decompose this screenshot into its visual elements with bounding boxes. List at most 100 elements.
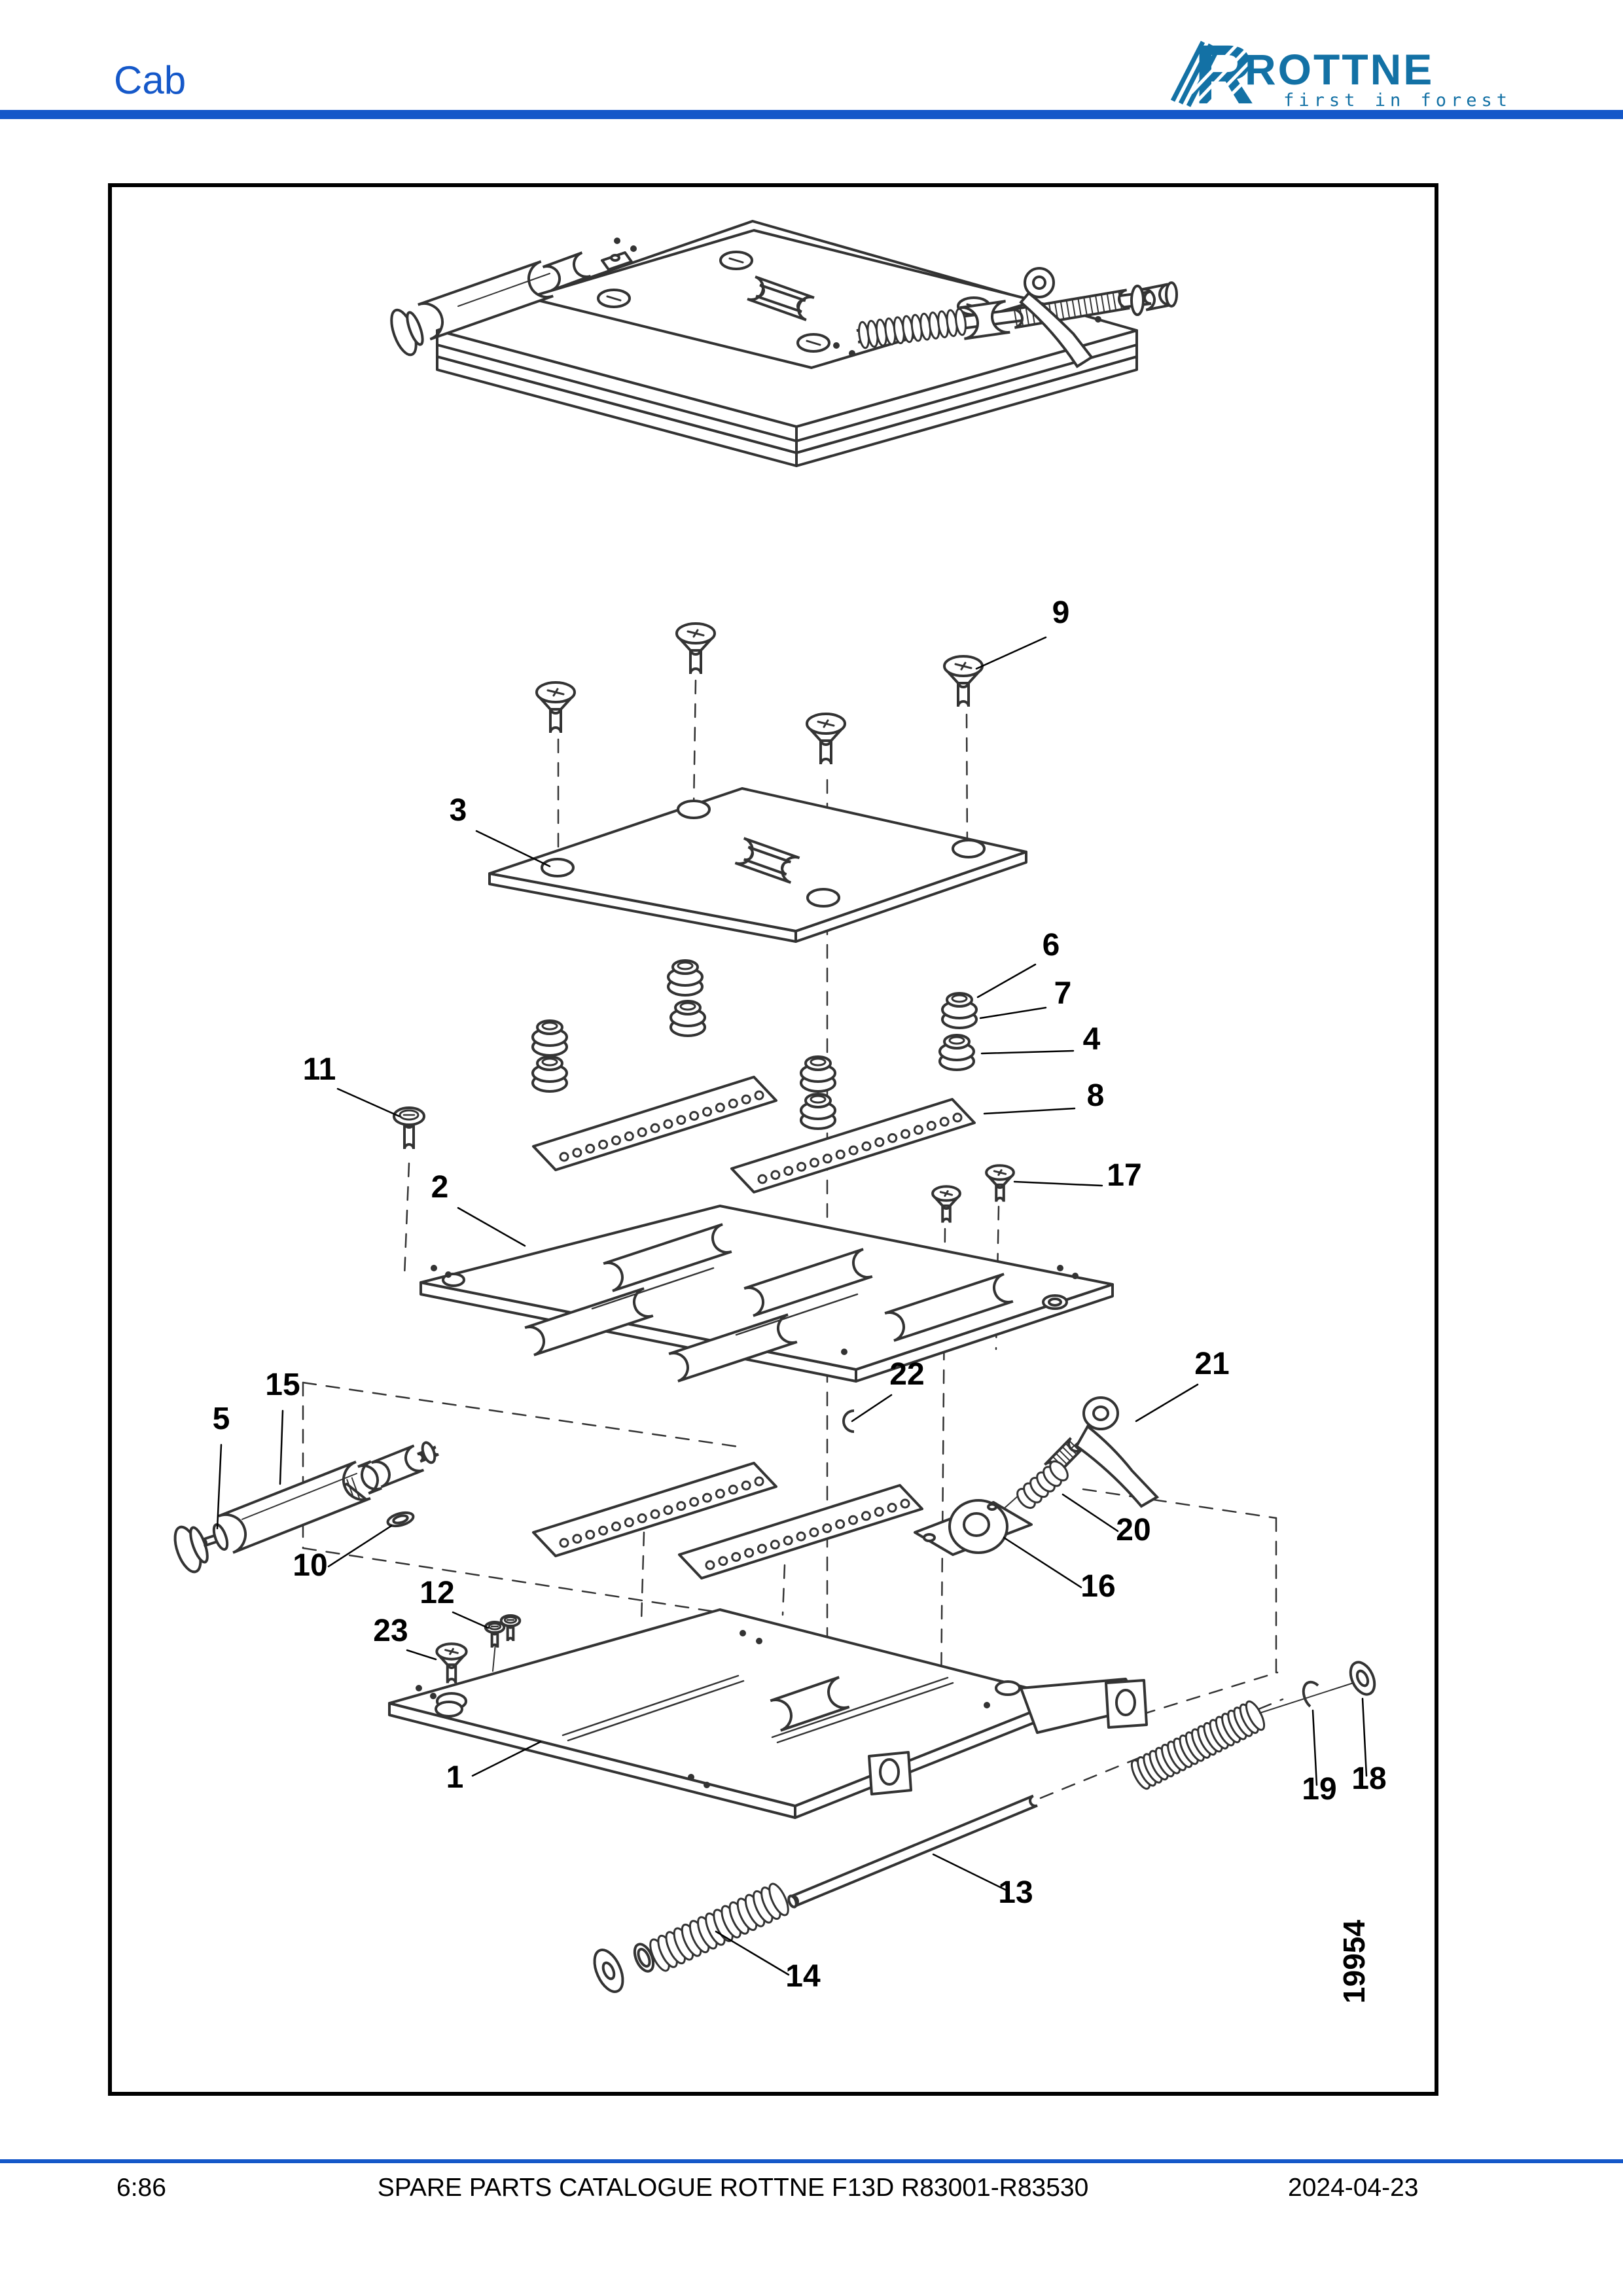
rubber-bushing [531,1055,568,1093]
callout-5: 5 [213,1402,230,1530]
header-rule [0,110,1623,119]
footer: 6:86 SPARE PARTS CATALOGUE ROTTNE F13D R… [0,2174,1623,2213]
button-screw [499,1614,522,1642]
part-number-label: 14 [785,1959,821,1994]
rubber-bushing [669,1000,706,1037]
callout-10: 10 [293,1525,393,1583]
part-number-label: 10 [293,1548,327,1583]
callout-4: 4 [980,1022,1101,1057]
logo-tagline: first in forest [1283,90,1512,111]
screw-11 [393,1106,425,1150]
callout-9: 9 [975,595,1070,670]
spring-14 [593,1882,789,1993]
part-number-label: 9 [1052,595,1070,630]
part-number-label: 11 [303,1052,336,1087]
rubber-bushing [667,959,704,997]
part-number-label: 20 [1116,1513,1150,1547]
callout-18: 18 [1351,1697,1387,1796]
part-number-label: 16 [1080,1569,1115,1604]
part-number-label: 22 [889,1357,924,1392]
rubber-bushing [531,1019,568,1057]
screws-9 [535,622,984,865]
racks-upper [532,1076,976,1193]
callout-14: 14 [715,1930,821,1994]
spring-20 [1016,1460,1069,1510]
part-number-label: 19 [1302,1772,1336,1807]
callout-20: 20 [1061,1493,1151,1547]
screws-17 [931,1164,1015,1223]
callout-3: 3 [450,793,551,868]
footer-rule [0,2159,1623,2163]
countersunk-screw [535,681,576,733]
plate-3 [488,787,1027,943]
rottne-logo: R ROTTNE first in forest [1169,28,1516,122]
button-screw [393,1106,425,1150]
circlip-19 [1302,1680,1319,1708]
part-number-label: 8 [1087,1078,1105,1113]
circlip-22 [842,1409,855,1433]
screws-12 [484,1614,522,1648]
rubber-bushing [800,1093,836,1130]
callout-22: 22 [851,1357,925,1422]
callout-6: 6 [976,928,1060,998]
assembled-gas-spring [390,251,633,357]
countersunk-screw [985,1164,1015,1202]
part-number-label: 2 [431,1170,449,1205]
page-title: Cab [114,58,187,102]
callout-23: 23 [373,1614,437,1661]
part-number-label: 3 [450,793,467,828]
part-number-label: 5 [213,1402,230,1436]
racks-middle [532,1462,923,1580]
part-number-label: 17 [1107,1158,1141,1193]
countersunk-screw [931,1185,961,1223]
countersunk-screw [675,622,716,675]
part-number-label: 6 [1043,928,1060,963]
rubber-bushing [800,1055,836,1093]
callout-2: 2 [431,1170,526,1247]
bushings [531,959,978,1130]
part-number-label: 1 [446,1760,464,1795]
part-number-label: 23 [373,1614,408,1648]
drawing-number: 19954 [1337,1920,1371,2004]
clamp-lever-21 [1043,1396,1160,1508]
callout-12: 12 [419,1576,490,1629]
logo-brand: ROTTNE [1245,45,1435,94]
countersunk-screw [435,1642,468,1684]
plate-2 [419,1205,1114,1383]
button-screw [484,1620,506,1648]
callout-11: 11 [303,1052,401,1118]
clip-10 [386,1511,415,1528]
screw-23 [435,1642,468,1684]
part-number-label: 12 [419,1576,454,1610]
countersunk-screw [806,713,846,765]
rod-13 [787,1794,1038,1909]
callout-13: 13 [932,1853,1033,1910]
callout-17: 17 [1013,1158,1142,1193]
callout-16: 16 [1003,1536,1116,1604]
callout-19: 19 [1302,1709,1337,1807]
rubber-bushing [941,992,978,1029]
eye-bracket-16 [914,1499,1033,1556]
footer-page-number: 6:86 [116,2174,166,2202]
logo-r-icon: R [1170,28,1260,122]
part-number-label: 18 [1351,1761,1386,1796]
footer-date: 2024-04-23 [1288,2174,1419,2202]
rubber-bushing [938,1034,975,1071]
callout-15: 15 [265,1368,300,1485]
spring-rear [1130,1680,1354,1790]
callout-8: 8 [983,1078,1105,1115]
washer-18 [1349,1661,1376,1696]
part-number-label: 21 [1194,1347,1229,1381]
callout-1: 1 [446,1740,542,1795]
countersunk-screw [943,655,984,707]
part-number-label: 15 [265,1368,300,1402]
callout-21: 21 [1135,1347,1230,1422]
part-number-label: 13 [998,1875,1033,1910]
callout-7: 7 [979,976,1071,1019]
footer-catalogue-title: SPARE PARTS CATALOGUE ROTTNE F13D R83001… [377,2174,1089,2202]
diagram-frame-border [108,183,1438,2096]
part-number-label: 4 [1083,1022,1101,1057]
